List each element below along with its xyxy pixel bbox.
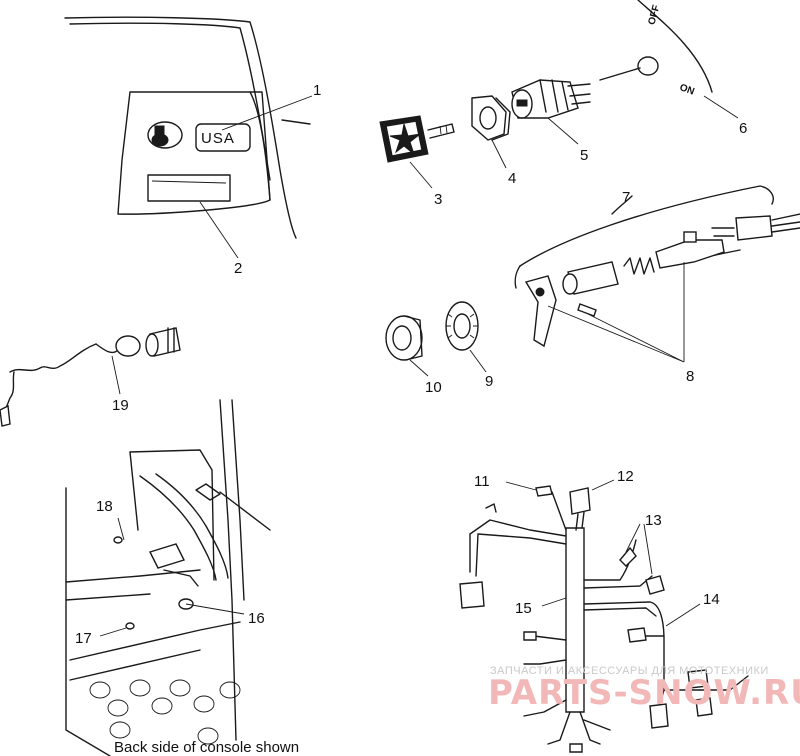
wiring-harness (459, 485, 749, 753)
leader-13 (625, 523, 653, 575)
kill-switch-connector (711, 213, 800, 241)
watermark-logo: PARTS-SNOW.RU (488, 673, 800, 713)
leader-3 (409, 161, 433, 189)
switch-off-label: OFF (647, 4, 663, 26)
callout-17: 17 (75, 630, 92, 647)
kill-switch-lever (524, 275, 557, 348)
ignition-switch (511, 79, 591, 119)
leader-15 (541, 597, 567, 607)
leader-10 (409, 359, 429, 377)
leader-12 (591, 479, 615, 491)
callout-9: 9 (485, 373, 493, 390)
leader-8 (547, 262, 685, 363)
leader-2 (199, 201, 239, 259)
kill-switch-pin (577, 303, 597, 317)
console-key-switch (147, 121, 183, 149)
leader-1 (221, 95, 313, 131)
bezel-nut (385, 315, 423, 361)
callout-4: 4 (508, 170, 516, 187)
leader-9 (469, 349, 487, 373)
callout-7: 7 (622, 189, 630, 206)
callout-10: 10 (425, 379, 442, 396)
kill-switch-spring (623, 257, 655, 275)
leader-4 (491, 139, 507, 169)
leader-16 (185, 603, 245, 615)
callout-5: 5 (580, 147, 588, 164)
callout-12: 12 (617, 468, 634, 485)
figure-caption: Back side of console shown (114, 739, 299, 756)
usa-badge: USA (195, 123, 251, 152)
callout-8: 8 (686, 368, 694, 385)
callout-16: 16 (248, 610, 265, 627)
tether-cord (0, 327, 181, 427)
switch-on-label: ON (678, 82, 696, 97)
callout-13: 13 (645, 512, 662, 529)
callout-1: 1 (313, 82, 321, 99)
callout-14: 14 (703, 591, 720, 608)
callout-15: 15 (515, 600, 532, 617)
kill-switch-plunger (655, 231, 725, 269)
callout-11: 11 (474, 473, 490, 490)
callout-19: 19 (112, 397, 129, 414)
watermark-tagline: ЗАПЧАСТИ И АКСЕССУАРЫ ДЛЯ МОТОТЕХНИКИ (490, 665, 769, 677)
console-outline (64, 16, 311, 239)
callout-3: 3 (434, 191, 442, 208)
leader-11 (505, 481, 537, 491)
leader-6 (703, 95, 739, 119)
callout-6: 6 (739, 120, 747, 137)
leader-14 (665, 603, 701, 627)
lock-washer (445, 301, 479, 351)
callout-2: 2 (234, 260, 242, 277)
kill-switch-body (562, 261, 619, 295)
hex-nut (471, 95, 511, 141)
console-back-panel (65, 399, 271, 756)
leader-19 (111, 355, 121, 395)
callout-18: 18 (96, 498, 113, 515)
leader-17 (99, 627, 127, 637)
usa-badge-text: USA (201, 130, 235, 147)
leader-5 (547, 117, 579, 145)
console-label-slot (147, 174, 231, 202)
ignition-key (379, 115, 455, 163)
leader-18 (117, 517, 125, 541)
switch-decal: OFF ON (599, 0, 713, 98)
